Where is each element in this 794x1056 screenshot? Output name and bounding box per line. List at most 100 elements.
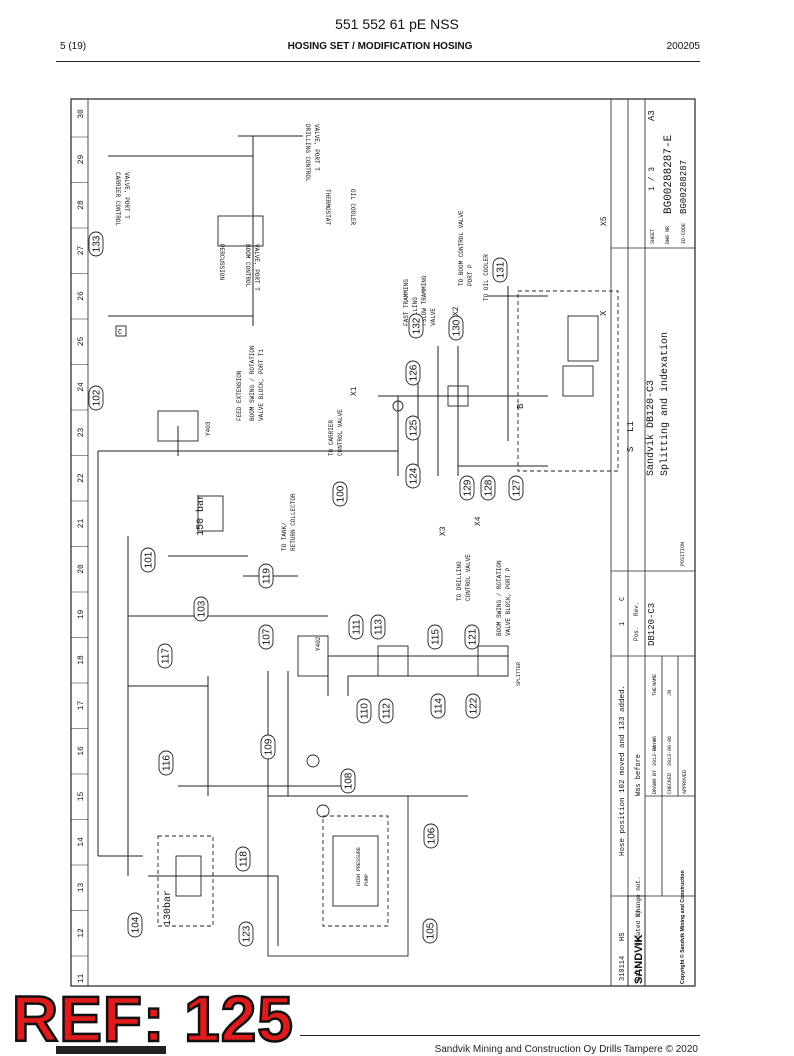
hose-balloon: 125 <box>405 415 421 441</box>
hose-balloon: 113 <box>370 614 386 640</box>
grid-number: 25 <box>77 337 86 347</box>
splitter-block <box>477 645 509 677</box>
svg-text:121: 121 <box>468 628 479 645</box>
hydraulic-diagram: 3029282726252423222120191817161514131211… <box>70 98 696 987</box>
title-block <box>610 98 696 987</box>
title-sheet: 1 / 3 <box>648 167 657 191</box>
grid-number: 24 <box>77 382 86 392</box>
svg-text:123: 123 <box>242 925 253 942</box>
title-rev-by: HS <box>619 933 627 941</box>
svg-text:128: 128 <box>484 479 495 496</box>
title-rev-label: Rev. <box>633 602 640 616</box>
hose-balloon: 131 <box>492 257 508 283</box>
hose-balloon: 118 <box>235 846 251 872</box>
c-box <box>115 325 127 337</box>
pump-frame <box>267 795 409 957</box>
valve-130bar <box>157 835 214 927</box>
hose-balloon: 103 <box>193 596 209 622</box>
label-boom-swing-p-b: VALVE BLOCK, PORT P <box>505 567 512 636</box>
svg-text:113: 113 <box>374 619 385 635</box>
fitting-block <box>447 385 469 407</box>
hose-balloon: 129 <box>459 475 475 501</box>
hose-balloon: 116 <box>158 750 174 776</box>
header-doc-number: 551 552 61 pE NSS <box>335 16 459 32</box>
title-updated-label: Updated by <box>635 910 642 946</box>
hose-balloon: 121 <box>464 624 480 650</box>
label-hp-pump-b: PUMP <box>364 874 370 886</box>
label-x5: X5 <box>600 216 609 226</box>
title-checked: CHECKED <box>667 773 673 794</box>
label-percussion: PERCUSSION <box>218 244 225 280</box>
footer-divider <box>300 1035 700 1036</box>
label-x2: X2 <box>452 306 461 316</box>
svg-text:105: 105 <box>426 922 437 939</box>
label-carrier-cv-a: CARRIER CONTROL <box>114 172 121 226</box>
svg-text:110: 110 <box>360 703 371 719</box>
svg-text:107: 107 <box>262 628 273 645</box>
header-date: 200205 <box>666 41 700 52</box>
svg-text:101: 101 <box>144 551 155 568</box>
title-checked-date: 2013-06-06 <box>667 736 673 766</box>
cooler-valve-a <box>567 315 599 362</box>
pump-body <box>332 835 379 907</box>
grid-number: 23 <box>77 428 86 438</box>
footer-text: Sandvik Mining and Construction Oy Drill… <box>434 1044 698 1055</box>
label-drilling-cv-a: DRILLING CONTROL <box>304 124 311 182</box>
label-s: S <box>626 447 636 452</box>
grid-number: 18 <box>77 655 86 665</box>
grid-number: 19 <box>77 610 86 620</box>
valve-y403 <box>157 410 199 442</box>
label-fast-tramming-b: DRILLING <box>412 297 419 326</box>
title-rev-value: C <box>619 597 627 601</box>
port-l-block <box>217 215 264 247</box>
label-x: X <box>599 310 609 316</box>
label-feed-extension: FEED EXTENSION <box>236 370 243 421</box>
svg-text:129: 129 <box>463 479 474 496</box>
label-to-oil-cooler: TO OIL COOLER <box>483 254 490 301</box>
svg-text:122: 122 <box>469 697 480 714</box>
svg-text:131: 131 <box>496 261 507 278</box>
label-fast-tramming-a: FAST TRAMMING <box>403 279 410 326</box>
pressure-gauge-a <box>306 754 320 768</box>
title-approved: APPROVED <box>682 770 688 794</box>
hydraulic-lines <box>97 135 548 946</box>
title-position-label: POSITION <box>680 542 686 566</box>
hose-balloon: 114 <box>430 693 446 719</box>
hose-balloon: 122 <box>465 693 481 719</box>
title-id-label: ID-CODE <box>681 223 687 244</box>
grid-number: 30 <box>77 109 86 119</box>
valve-130bar-body <box>175 855 202 897</box>
svg-text:126: 126 <box>409 364 420 381</box>
svg-text:103: 103 <box>197 600 208 617</box>
label-fast-tramming-c: /SLOW TRAMMING <box>421 275 428 326</box>
svg-text:117: 117 <box>161 648 172 664</box>
hose-balloon: 112 <box>378 698 394 724</box>
svg-text:106: 106 <box>427 827 438 844</box>
title-was-before: Was before <box>635 754 643 796</box>
label-carrier-cv-b: VALVE, PORT T <box>123 172 130 219</box>
label-to-carrier-b: CONTROL VALVE <box>337 409 344 456</box>
label-to-drilling-a: TO DRILLING <box>456 561 463 601</box>
hose-balloon: 124 <box>405 463 421 489</box>
grid-number: 27 <box>77 246 86 256</box>
label-boom-swing-p-a: BOOM SWING / ROTATION <box>496 560 503 636</box>
svg-text:118: 118 <box>239 851 250 867</box>
title-drawn-date: 2013-06-06 <box>652 736 658 766</box>
label-thermostat: THERMOSTAT <box>324 189 331 225</box>
label-to-drilling-b: CONTROL VALVE <box>465 554 472 601</box>
label-boom-cv-b: VALVE, PORT T <box>253 244 260 291</box>
title-sheet-label: SHEET <box>650 229 656 244</box>
grid-number: 20 <box>77 564 86 574</box>
svg-text:100: 100 <box>336 485 347 502</box>
sandvik-logo: SANDVIK <box>633 934 645 984</box>
label-boom-swing-t1-a: BOOM SWING / ROTATION <box>249 345 256 421</box>
hose-balloon: 128 <box>480 475 496 501</box>
hose-balloon: 102 <box>88 385 104 411</box>
svg-text:108: 108 <box>344 772 355 789</box>
hose-balloon: 106 <box>423 823 439 849</box>
svg-text:111: 111 <box>352 619 363 635</box>
drawing-frame <box>70 98 696 987</box>
hose-balloon: 130 <box>448 315 464 341</box>
